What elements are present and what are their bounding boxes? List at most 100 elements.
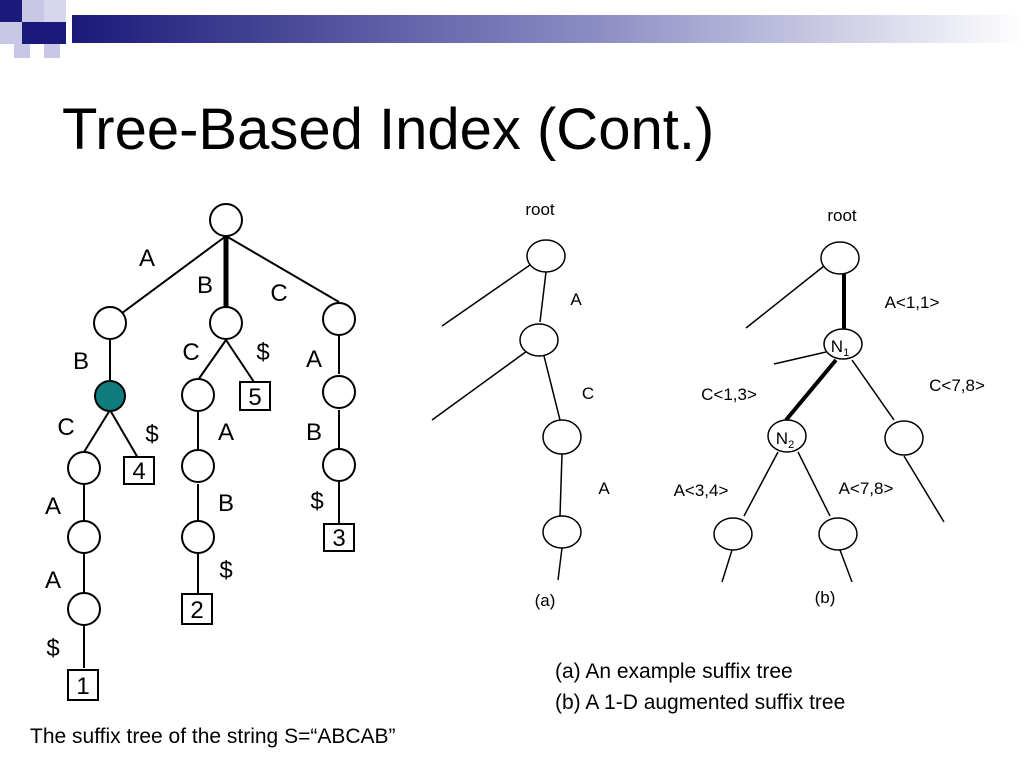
figure-label-a: (a) bbox=[535, 591, 556, 610]
edge-label: $ bbox=[46, 635, 59, 662]
tree-edge bbox=[539, 271, 547, 323]
tree-node bbox=[818, 517, 858, 551]
edge-label: C bbox=[582, 384, 594, 403]
tree-edge bbox=[839, 549, 853, 583]
edge-label: A bbox=[45, 493, 61, 520]
suffix-tree-left-labels: A B C B C $ A C $ A A B A B $ B $ $ $ 1 … bbox=[45, 245, 346, 700]
tree-node bbox=[181, 449, 215, 483]
banner-square bbox=[22, 0, 44, 22]
leaf-label: 5 bbox=[248, 384, 261, 411]
tree-node bbox=[67, 520, 101, 554]
caption-tree-b: (b) A 1-D augmented suffix tree bbox=[555, 691, 846, 714]
tree-node bbox=[93, 306, 127, 340]
banner-square bbox=[44, 22, 66, 44]
edge-label: A bbox=[218, 419, 234, 446]
banner-square bbox=[22, 22, 44, 44]
tree-edge bbox=[431, 350, 528, 421]
banner-square bbox=[14, 44, 30, 58]
tree-node-highlight bbox=[94, 380, 126, 412]
edge-label: A<1,1> bbox=[885, 293, 940, 312]
tree-edge bbox=[745, 265, 825, 329]
tree-edge bbox=[557, 547, 563, 581]
tree-node bbox=[526, 239, 566, 273]
tree-node bbox=[181, 378, 215, 412]
edge-label: A bbox=[45, 567, 61, 594]
tree-node-n1 bbox=[823, 328, 863, 360]
tree-node bbox=[322, 302, 356, 336]
edge-label: B bbox=[73, 348, 89, 375]
tree-edge bbox=[721, 549, 733, 583]
tree-node bbox=[519, 323, 559, 357]
leaf-box bbox=[123, 456, 155, 485]
tree-node bbox=[713, 517, 753, 551]
tree-node bbox=[322, 448, 356, 482]
tree-node bbox=[884, 420, 924, 456]
tree-node-n2 bbox=[767, 419, 807, 453]
caption-tree-a: (a) An example suffix tree bbox=[555, 660, 793, 683]
tree-node bbox=[67, 451, 101, 485]
node-label-n2: N2 bbox=[776, 429, 794, 451]
tree-edge bbox=[543, 355, 561, 421]
tree-node bbox=[67, 592, 101, 626]
tree-edge bbox=[559, 453, 563, 517]
tree-edge bbox=[797, 451, 831, 517]
edge-label: $ bbox=[219, 557, 232, 584]
edge-label: $ bbox=[145, 421, 158, 448]
leaf-label: 1 bbox=[76, 673, 89, 700]
corner-banner bbox=[0, 0, 1024, 58]
root-label: root bbox=[827, 206, 857, 225]
tree-node bbox=[542, 419, 582, 455]
leaf-box bbox=[323, 523, 355, 552]
edge-label: B bbox=[306, 419, 322, 446]
tree-edge bbox=[109, 409, 139, 459]
tree-node bbox=[322, 375, 356, 409]
tree-edge bbox=[773, 351, 827, 365]
edge-label: A bbox=[570, 290, 582, 309]
edge-label: A<7,8> bbox=[839, 479, 894, 498]
tree-edge bbox=[903, 455, 945, 523]
tree-node bbox=[209, 203, 243, 237]
tree-edge bbox=[225, 339, 255, 383]
edge-label: A bbox=[139, 245, 155, 272]
tree-edge bbox=[441, 264, 531, 327]
edge-label: C bbox=[182, 339, 199, 366]
tree-node bbox=[181, 520, 215, 554]
banner-square bbox=[44, 0, 66, 22]
edge-label: B bbox=[218, 490, 234, 517]
edge-label: A<3,4> bbox=[674, 481, 729, 500]
banner-square bbox=[44, 44, 60, 58]
tree-node bbox=[820, 241, 860, 275]
node-label-n1: N1 bbox=[831, 337, 849, 359]
suffix-tree-a bbox=[431, 239, 582, 581]
leaf-label: 3 bbox=[332, 525, 345, 552]
tree-edge bbox=[197, 339, 227, 381]
suffix-tree-a-labels: root A C A (a) bbox=[525, 200, 610, 610]
edge-label: C bbox=[57, 414, 74, 441]
leaf-label: 4 bbox=[132, 458, 145, 485]
tree-edge bbox=[225, 235, 340, 303]
banner-square bbox=[0, 22, 22, 44]
caption-left-tree: The suffix tree of the string S=“ABCAB” bbox=[30, 725, 396, 748]
tree-node bbox=[542, 515, 582, 549]
edge-label: $ bbox=[256, 339, 269, 366]
banner-bar bbox=[72, 15, 1024, 43]
edge-label: B bbox=[197, 272, 213, 299]
edge-label: C<1,3> bbox=[701, 385, 757, 404]
slide-title: Tree-Based Index (Cont.) bbox=[62, 97, 715, 162]
leaf-box bbox=[181, 593, 213, 625]
tree-node bbox=[209, 306, 243, 340]
leaf-label: 2 bbox=[190, 597, 203, 624]
edge-label: A bbox=[598, 479, 610, 498]
leaf-box bbox=[67, 669, 99, 701]
edge-label: $ bbox=[310, 488, 323, 515]
suffix-tree-b-labels: root N1 N2 A<1,1> C<1,3> C<7,8> A<3,4> A… bbox=[674, 206, 985, 607]
edge-label: A bbox=[306, 346, 322, 373]
leaf-box bbox=[239, 381, 271, 411]
banner-square bbox=[0, 0, 22, 22]
tree-edge bbox=[109, 235, 227, 323]
root-label: root bbox=[525, 200, 555, 219]
figure-label-b: (b) bbox=[815, 588, 836, 607]
tree-edge bbox=[743, 451, 779, 517]
edge-label: C<7,8> bbox=[929, 376, 985, 395]
